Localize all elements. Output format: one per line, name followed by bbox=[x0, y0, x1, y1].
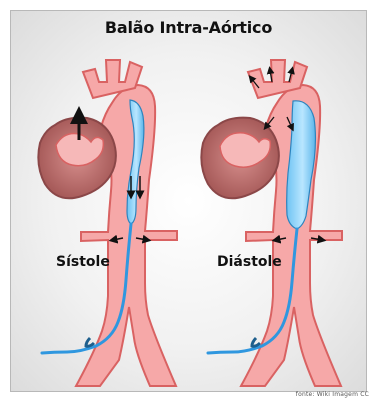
diastole-label: Diástole bbox=[217, 254, 282, 270]
insertion-site-right bbox=[252, 338, 260, 346]
insertion-site-left bbox=[86, 338, 94, 346]
systole-label: Sístole bbox=[56, 254, 110, 270]
left-aorta-systole bbox=[38, 60, 177, 386]
image-credit: fonte: Wiki Imagem CC bbox=[296, 391, 369, 398]
right-aorta-diastole bbox=[201, 60, 342, 386]
